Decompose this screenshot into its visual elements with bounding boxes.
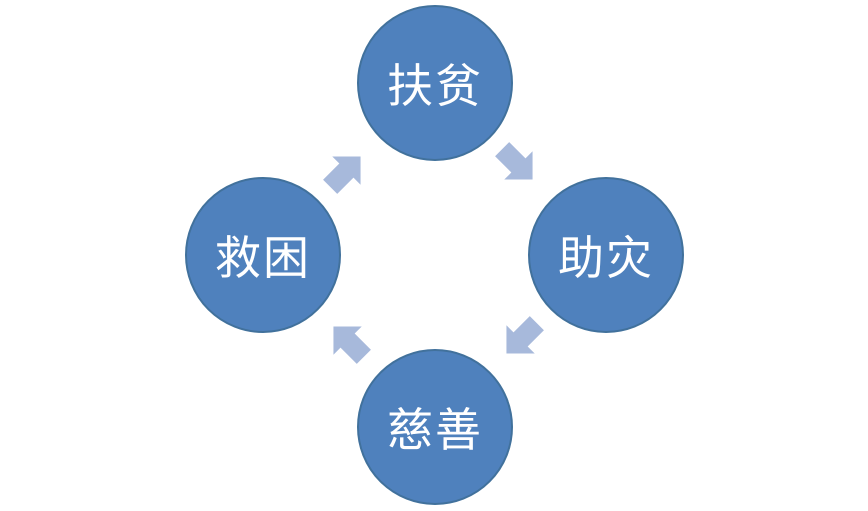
node-left-label: 救困: [215, 231, 311, 285]
arrow-bottom-to-left: [333, 326, 371, 364]
node-top[interactable]: 扶贫: [357, 5, 513, 161]
node-bottom[interactable]: 慈善: [357, 349, 513, 505]
arrow-top-to-right: [495, 142, 533, 180]
node-bottom-label: 慈善: [387, 403, 483, 457]
node-right-label: 助灾: [558, 231, 654, 285]
node-top-label: 扶贫: [387, 59, 483, 113]
arrow-left-to-top: [323, 156, 361, 194]
node-right[interactable]: 助灾: [528, 177, 684, 333]
node-left[interactable]: 救困: [185, 177, 341, 333]
arrow-right-to-bottom: [506, 316, 544, 354]
